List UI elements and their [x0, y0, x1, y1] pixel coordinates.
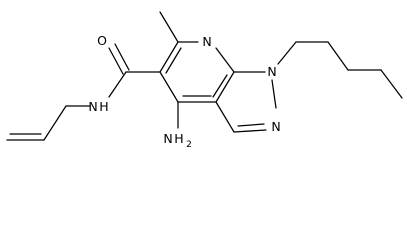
bond-c5-c6-double-b: [165, 47, 182, 74]
bond-n1-c1: [277, 41, 297, 65]
bond-c4-c5: [380, 69, 403, 99]
bond-c7a-c3a-inner: [212, 74, 228, 98]
amino-n-label: N: [163, 131, 172, 146]
amino-h-label: H: [174, 131, 183, 146]
bond-c3a-c7a: [215, 71, 235, 103]
atom-amino-nh2: N H 2: [163, 131, 192, 150]
bond-n1-n2: [271, 79, 277, 109]
amide-n-label: N: [88, 99, 97, 114]
atom-pyridine-nitrogen: N: [202, 34, 211, 49]
bond-c3a-c3: [215, 101, 235, 133]
bond-n7-c7a: [215, 47, 235, 73]
bond-carbonyl-nh: [108, 71, 127, 98]
bond-ch2-ch: [43, 105, 67, 141]
bond-co-double-b: [114, 43, 130, 71]
bond-c6-methyl: [159, 11, 179, 43]
atom-pyrazole-n1: N: [267, 64, 276, 79]
bond-c5-c6-double-a: [159, 41, 179, 73]
bonds: [6, 11, 403, 141]
atom-labels: O N N N N H N H 2: [88, 33, 280, 150]
atom-carbonyl-oxygen: O: [97, 33, 107, 48]
chemical-structure: O N N N N H N H 2: [6, 11, 403, 150]
amide-h-label: H: [99, 99, 108, 114]
atom-pyrazole-n2: N: [271, 119, 280, 134]
bond-c3-n2-double-a: [233, 129, 267, 133]
bond-c5-c4: [159, 71, 179, 103]
bond-co-double-a: [108, 47, 124, 75]
bond-c2-c3: [327, 41, 349, 71]
bond-c3-n2-double-b: [237, 123, 265, 127]
amino-h-count: 2: [186, 140, 192, 150]
atom-amide-nh: N H: [88, 99, 108, 114]
